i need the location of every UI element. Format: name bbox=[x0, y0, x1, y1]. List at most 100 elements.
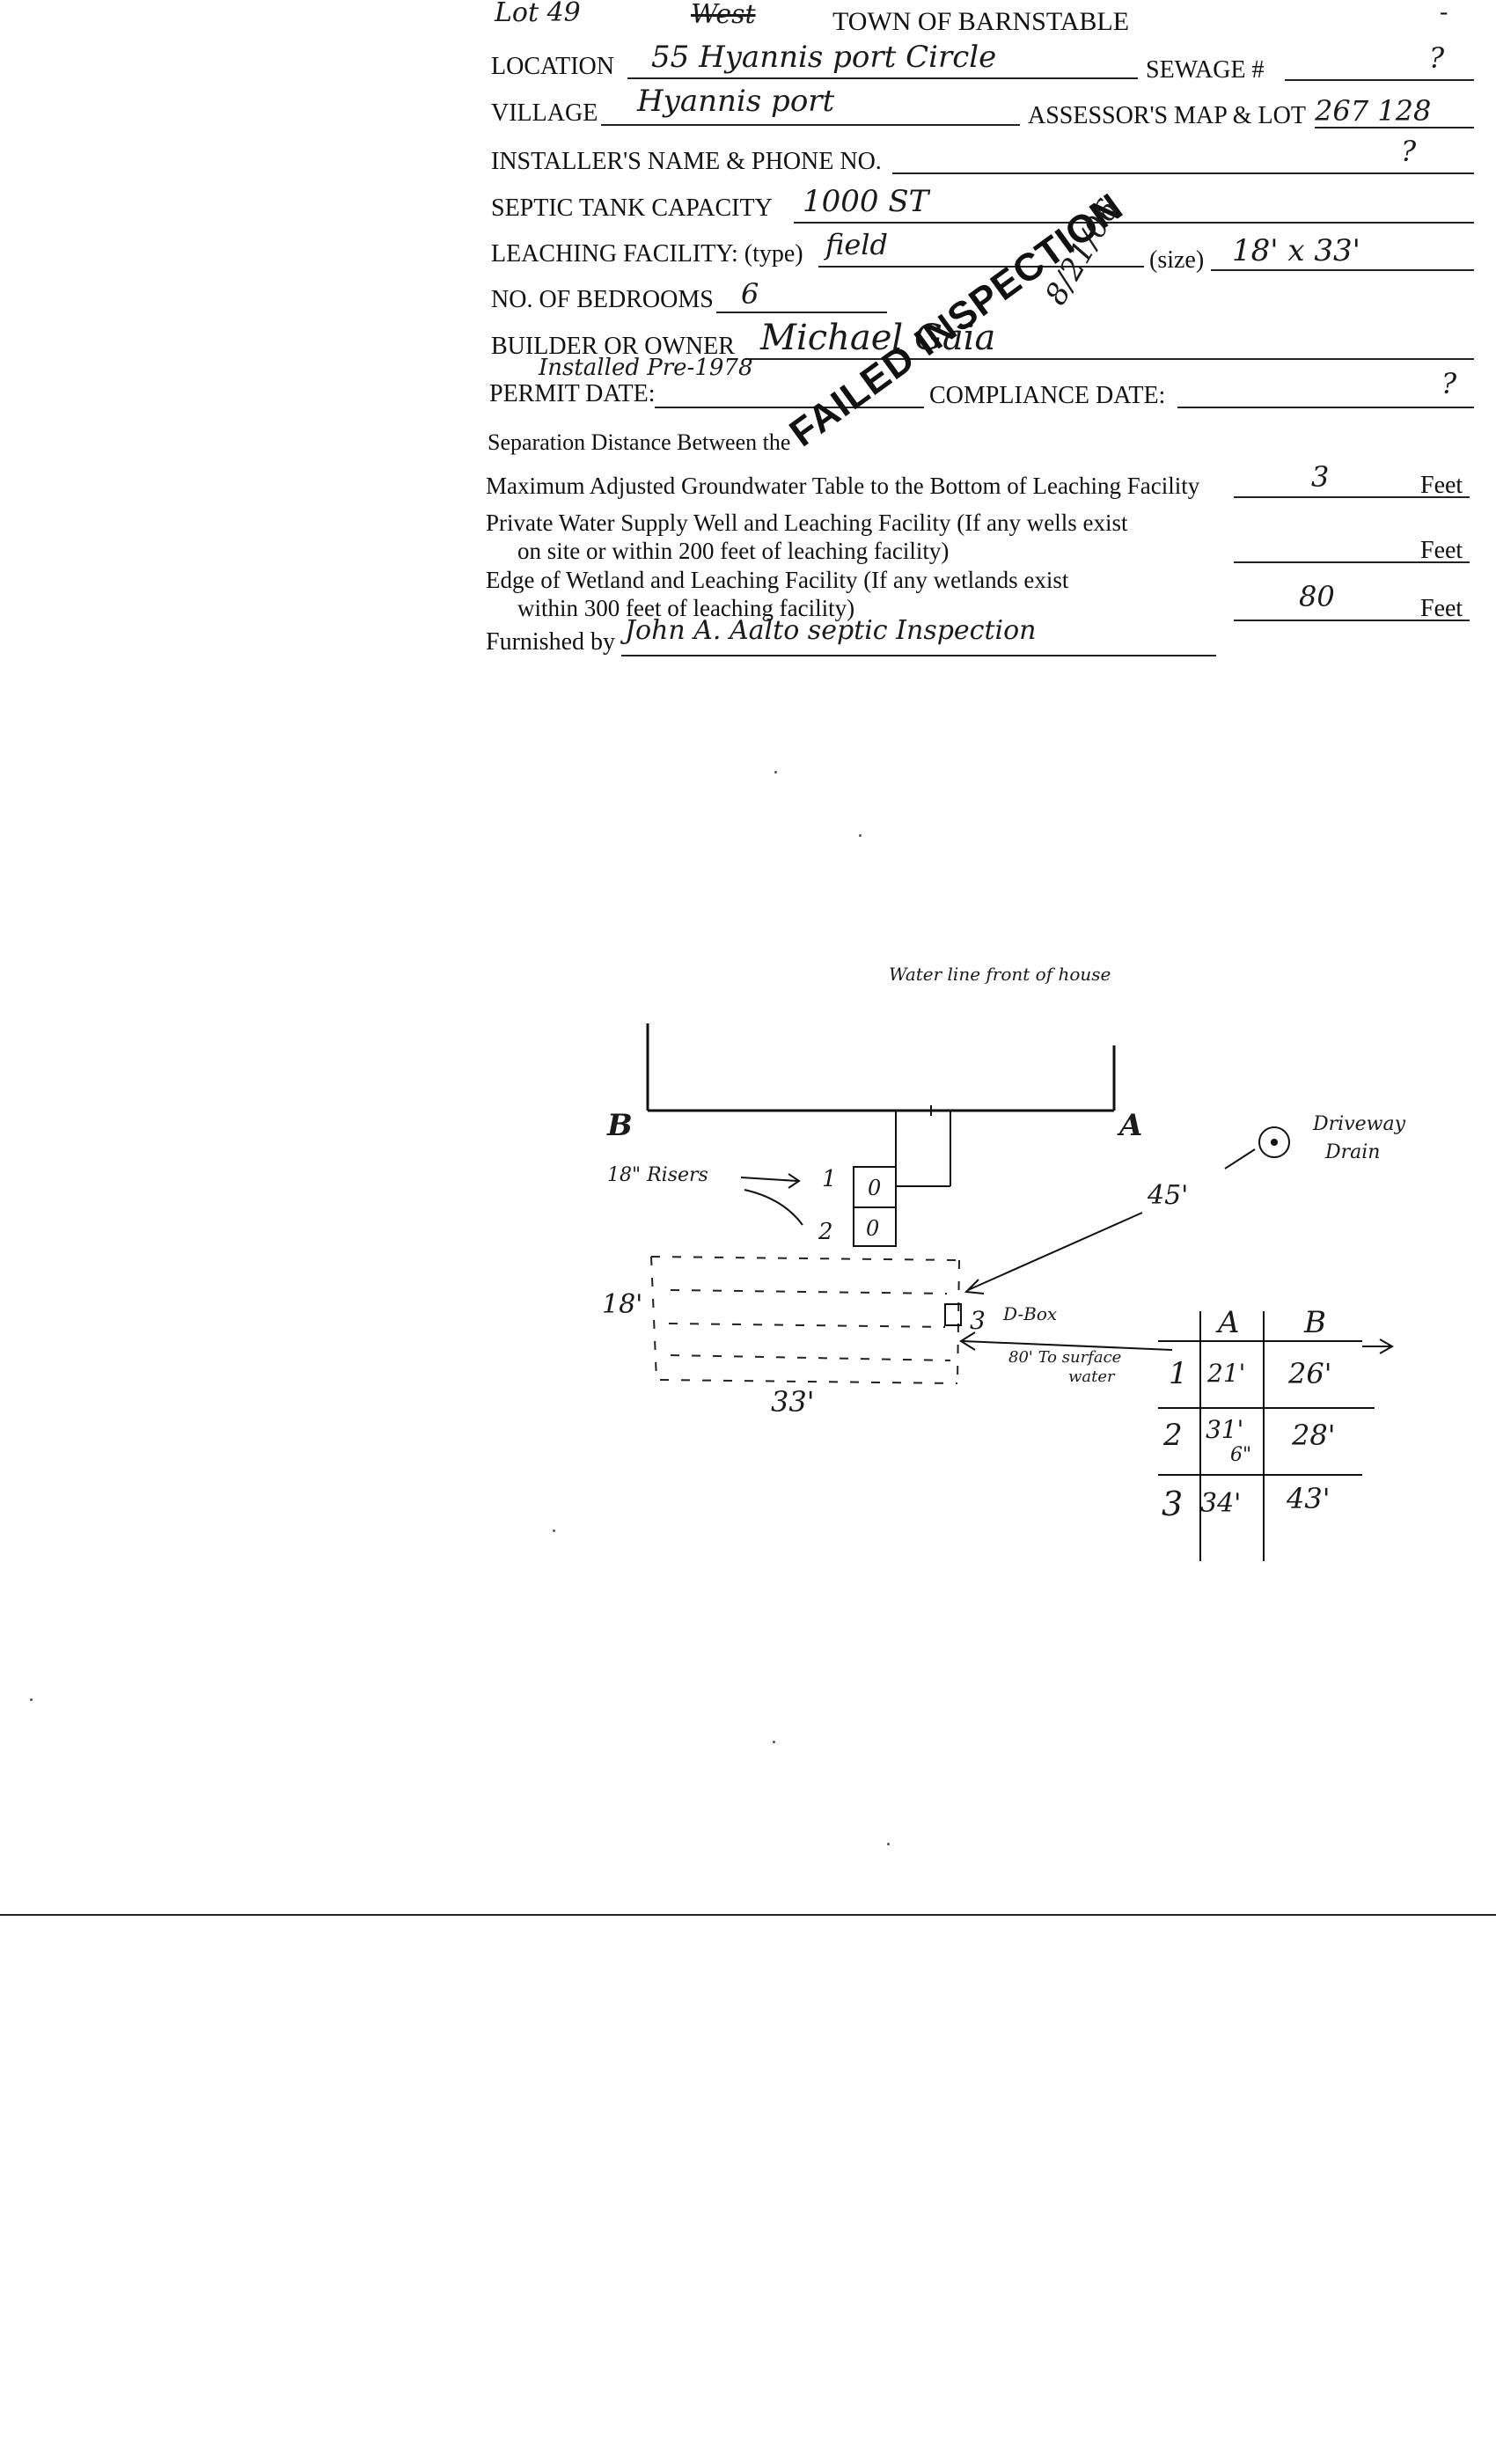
bedrooms-underline bbox=[716, 312, 887, 313]
table-row2-b: 28' bbox=[1291, 1419, 1336, 1452]
compliance-label: COMPLIANCE DATE: bbox=[929, 382, 1166, 409]
surface-water-arrow bbox=[962, 1340, 1173, 1351]
location-value: 55 Hyannis port Circle bbox=[651, 40, 997, 75]
driveway-drain-symbol bbox=[1258, 1126, 1290, 1158]
sewage-value: ? bbox=[1429, 41, 1445, 75]
distance-45-arrowhead bbox=[964, 1279, 985, 1294]
row2-text-line1: Private Water Supply Well and Leaching F… bbox=[486, 510, 1128, 536]
risers-label: 18" Risers bbox=[607, 1164, 708, 1186]
distribution-box bbox=[944, 1303, 962, 1326]
sewage-label: SEWAGE # bbox=[1146, 56, 1265, 84]
riser-1-mark: 0 bbox=[868, 1176, 881, 1200]
scan-speck bbox=[553, 1529, 555, 1532]
surface-water-arrowhead bbox=[959, 1331, 976, 1351]
location-label: LOCATION bbox=[491, 53, 614, 80]
surface-water-label-2: water bbox=[1068, 1368, 1116, 1386]
scan-speck bbox=[859, 834, 862, 837]
map-lot-underline bbox=[1315, 127, 1474, 128]
table-row2-a: 31' bbox=[1206, 1415, 1243, 1444]
risers-arrow-1 bbox=[740, 1177, 798, 1182]
distance-45-arrow bbox=[967, 1212, 1143, 1291]
table-row2-a2: 6" bbox=[1230, 1444, 1251, 1466]
row3-underline bbox=[1234, 620, 1470, 621]
table-row3-a: 34' bbox=[1200, 1488, 1241, 1519]
owner-underline bbox=[744, 358, 1474, 360]
permit-underline bbox=[655, 407, 924, 408]
furnished-underline bbox=[621, 655, 1216, 656]
map-lot-value: 267 128 bbox=[1315, 94, 1432, 128]
row2-underline bbox=[1234, 561, 1470, 563]
riser-1-label: 1 bbox=[822, 1166, 837, 1192]
table-row3-b: 43' bbox=[1286, 1482, 1331, 1515]
tank-label: SEPTIC TANK CAPACITY bbox=[491, 194, 773, 222]
drain-center bbox=[1271, 1139, 1278, 1146]
leaching-size-underline bbox=[1211, 269, 1474, 271]
field-length-label: 33' bbox=[771, 1385, 815, 1419]
owner-label: BUILDER OR OWNER bbox=[491, 333, 735, 360]
village-underline bbox=[601, 124, 1020, 126]
dbox-number: 3 bbox=[970, 1306, 986, 1335]
row2-unit: Feet bbox=[1420, 537, 1463, 564]
furnished-label: Furnished by bbox=[486, 628, 615, 656]
risers-arrowhead-1 bbox=[788, 1173, 801, 1189]
bedrooms-value: 6 bbox=[741, 277, 759, 311]
leaching-type-value: field bbox=[825, 228, 888, 261]
row1-text: Maximum Adjusted Groundwater Table to th… bbox=[486, 473, 1200, 499]
leaching-field bbox=[650, 1256, 960, 1384]
compliance-underline bbox=[1177, 407, 1474, 408]
riser-2-label: 2 bbox=[818, 1219, 833, 1245]
leaching-type-underline bbox=[818, 266, 1144, 268]
leaching-size-value: 18' x 33' bbox=[1232, 233, 1361, 268]
row3-value: 80 bbox=[1299, 580, 1335, 613]
leaching-label: LEACHING FACILITY: (type) bbox=[491, 240, 803, 268]
riser-2-mark: 0 bbox=[866, 1216, 879, 1241]
row1-underline bbox=[1234, 496, 1470, 498]
village-label: VILLAGE bbox=[491, 99, 598, 127]
table-row1-a: 21' bbox=[1206, 1359, 1245, 1388]
row3-text-line2: within 300 feet of leaching facility) bbox=[517, 595, 855, 621]
field-width-label: 18' bbox=[602, 1289, 642, 1320]
table-col-a: A bbox=[1215, 1305, 1240, 1340]
scan-speck bbox=[30, 1698, 33, 1701]
installer-value: ? bbox=[1401, 135, 1417, 168]
surface-water-label-1: 80' To surface bbox=[1008, 1348, 1121, 1367]
tank-underline bbox=[794, 222, 1474, 224]
table-row1-b: 26' bbox=[1287, 1357, 1332, 1390]
leaching-size-label: (size) bbox=[1149, 246, 1205, 274]
tank-value: 1000 ST bbox=[803, 184, 929, 219]
furnished-value: John A. Aalto septic Inspection bbox=[625, 615, 1037, 646]
corner-a-label: A bbox=[1117, 1108, 1142, 1143]
bedrooms-label: NO. OF BEDROOMS bbox=[491, 286, 714, 313]
top-note: Water line front of house bbox=[889, 964, 1111, 985]
permit-label: PERMIT DATE: bbox=[489, 380, 656, 407]
lot-note: Lot 49 bbox=[495, 0, 581, 28]
dbox-label: D-Box bbox=[1002, 1303, 1057, 1324]
village-value: Hyannis port bbox=[637, 84, 835, 119]
corner-mark: - bbox=[1440, 0, 1448, 26]
installer-label: INSTALLER'S NAME & PHONE NO. bbox=[491, 148, 882, 175]
separation-heading: Separation Distance Between the bbox=[488, 429, 791, 455]
scan-speck bbox=[887, 1843, 890, 1845]
table-row3-n: 3 bbox=[1162, 1485, 1183, 1523]
sewage-underline bbox=[1285, 79, 1474, 81]
installed-note: Installed Pre-1978 bbox=[539, 355, 753, 381]
drain-arrow bbox=[1224, 1148, 1256, 1170]
row1-value: 3 bbox=[1311, 460, 1330, 494]
table-row1-n: 1 bbox=[1169, 1356, 1188, 1391]
map-lot-label: ASSESSOR'S MAP & LOT bbox=[1028, 102, 1306, 129]
risers-arrow-2 bbox=[744, 1189, 803, 1226]
distance-45-label: 45' bbox=[1147, 1180, 1188, 1211]
row1-unit: Feet bbox=[1420, 472, 1463, 499]
location-underline bbox=[627, 77, 1138, 79]
row3-text-line1: Edge of Wetland and Leaching Facility (I… bbox=[486, 567, 1069, 593]
scan-speck bbox=[773, 1741, 775, 1743]
scan-speck bbox=[774, 771, 777, 774]
installer-underline bbox=[892, 172, 1474, 174]
measurement-table bbox=[1158, 1311, 1395, 1561]
row3-unit: Feet bbox=[1420, 595, 1463, 622]
table-col-b: B bbox=[1303, 1305, 1326, 1340]
table-row2-n: 2 bbox=[1162, 1418, 1183, 1453]
form-title: TOWN OF BARNSTABLE bbox=[832, 7, 1130, 36]
row2-text-line2: on site or within 200 feet of leaching f… bbox=[517, 538, 950, 564]
